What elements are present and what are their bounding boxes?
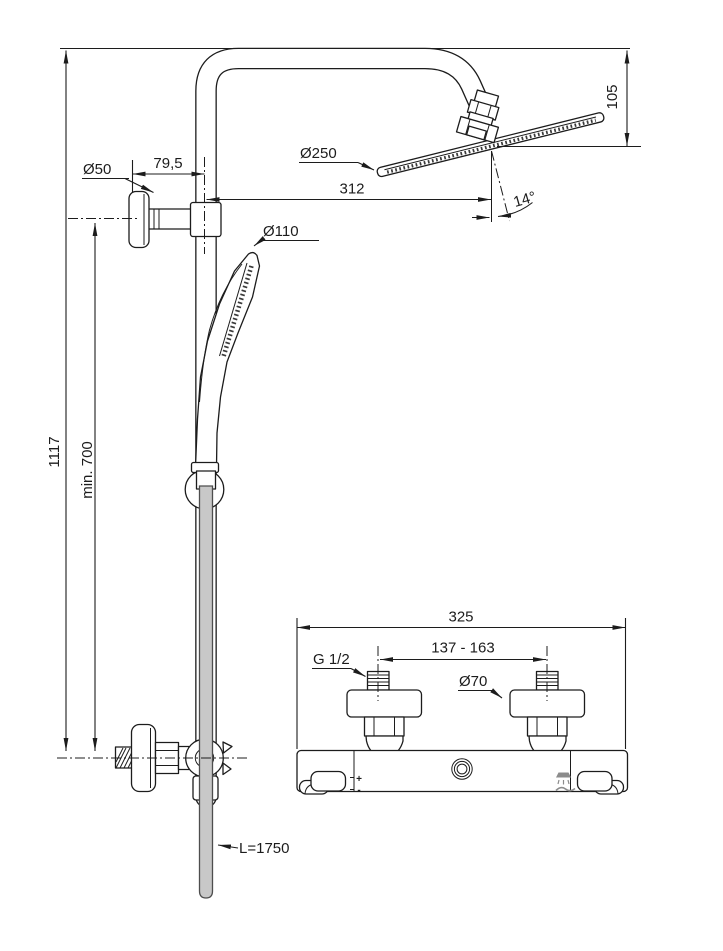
- dim-bracket-diameter: Ø50: [82, 161, 154, 193]
- dim-head-drop: 105: [497, 50, 641, 148]
- dim-head-diameter: Ø250: [299, 145, 375, 171]
- mixer-width-label: 325: [448, 609, 473, 626]
- dim-escutcheon-diameter: Ø70: [458, 673, 503, 699]
- riser-pipe: [195, 47, 490, 808]
- shower-hose: [198, 485, 214, 899]
- head-tilt-label: 14°: [512, 188, 538, 211]
- dim-head-tilt: 14°: [472, 151, 538, 222]
- wall-bracket: [128, 190, 222, 249]
- temperature-handle: [298, 770, 347, 795]
- inlet-spacing-label: 137 - 163: [431, 640, 494, 657]
- head-drop-label: 105: [604, 84, 621, 109]
- inlet-thread-label: G 1/2: [313, 651, 350, 668]
- dim-mixer-width: 325: [296, 609, 627, 749]
- bracket-diameter-label: Ø50: [83, 161, 111, 178]
- bracket-offset-label: 79,5: [153, 155, 182, 172]
- dim-head-reach: 312: [206, 181, 491, 202]
- dim-min-height: min. 700: [79, 223, 98, 751]
- plus-mark: +: [356, 774, 362, 785]
- mixer-detail-view: + -: [296, 670, 629, 796]
- escutcheon-diameter-label: Ø70: [459, 673, 487, 690]
- dim-hose-length: L=1750: [217, 840, 289, 857]
- mixer-body: [296, 749, 629, 793]
- total-height-label: 1117: [46, 436, 63, 467]
- min-height-label: min. 700: [79, 441, 96, 499]
- wave-icon: [555, 786, 576, 792]
- flow-handle: [576, 770, 625, 795]
- handshower-diameter-label: Ø110: [263, 223, 299, 240]
- dim-total-height: 1117: [46, 47, 630, 751]
- hose-length-label: L=1750: [239, 840, 289, 857]
- centerlines: [57, 150, 548, 759]
- diverter-button: [451, 758, 473, 780]
- head-connector: [455, 89, 500, 144]
- head-reach-label: 312: [339, 181, 364, 198]
- mixer-inlet-left: [346, 670, 423, 757]
- dim-inlet-spacing: 137 - 163: [380, 640, 546, 662]
- head-diameter-label: Ø250: [300, 145, 337, 162]
- dim-bracket-offset: 79,5: [131, 155, 205, 193]
- minus-mark: -: [357, 785, 360, 796]
- temperature-marks: + -: [350, 774, 362, 796]
- shower-spray-icon: [556, 772, 571, 785]
- dim-inlet-thread: G 1/2: [312, 651, 366, 677]
- handshower-nozzles: [220, 265, 254, 359]
- dim-handshower-diameter: Ø110: [253, 223, 319, 247]
